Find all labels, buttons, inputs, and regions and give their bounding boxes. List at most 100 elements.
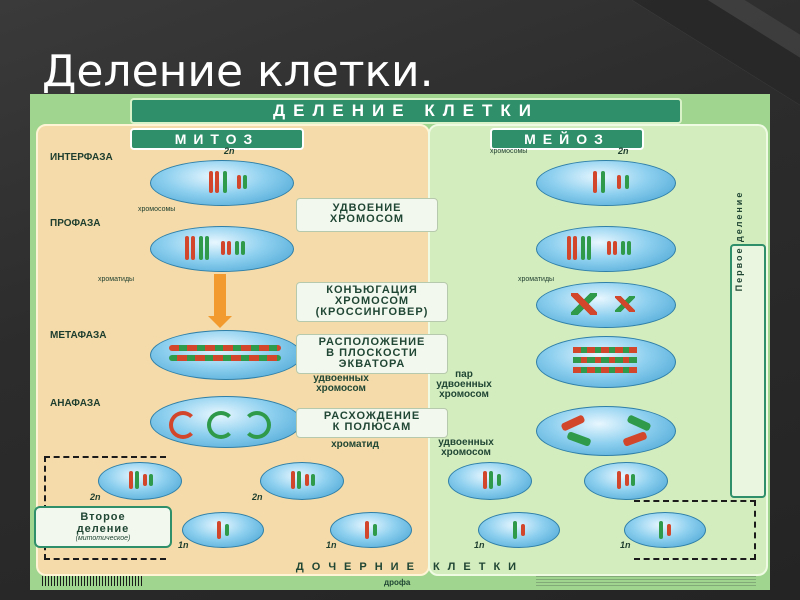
chromosome (617, 175, 621, 189)
chromosome (627, 241, 631, 255)
chromosome (667, 524, 671, 536)
anaphase-cell (150, 396, 302, 448)
ploidy-label: 2n (224, 146, 235, 156)
chromosome (601, 171, 605, 193)
haploid-cell (624, 512, 706, 548)
daughter-cell (98, 462, 182, 500)
step-equator: РАСПОЛОЖЕНИЕ В ПЛОСКОСТИ ЭКВАТОРА (296, 334, 448, 374)
daughter-cells-label: ДОЧЕРНИЕ КЛЕТКИ (295, 561, 525, 573)
ploidy-label: 2n (252, 492, 263, 502)
chromosome (593, 171, 597, 193)
note-anaphase-mitosis: хроматид (331, 439, 379, 450)
phase-interphase: ИНТЕРФАЗА (50, 152, 113, 163)
meiosis-anaphase-cell (536, 406, 676, 456)
chromosome (513, 521, 517, 539)
chromosome (243, 175, 247, 189)
chromosome (135, 471, 139, 489)
ploidy-label: 1n (620, 540, 631, 550)
chromosome (237, 175, 241, 189)
chromosome (365, 521, 369, 539)
crossing-over-icon (615, 296, 635, 312)
first-division-text: Первое деление (734, 190, 744, 292)
chromosome (235, 241, 239, 255)
note-metaphase-meiosis: пар удвоенных хромосом (436, 369, 492, 400)
chromosomes-label: хромосомы (490, 148, 528, 155)
chromosome (373, 524, 377, 536)
phase-anaphase: АНАФАЗА (50, 398, 101, 409)
meiosis-metaphase-cell (536, 336, 676, 388)
chromosome (199, 236, 203, 260)
ploidy-label: 1n (474, 540, 485, 550)
chromosome (217, 521, 221, 539)
chromosome (625, 175, 629, 189)
chromosome (297, 471, 301, 489)
chromosome (631, 474, 635, 486)
chromosome (581, 236, 585, 260)
separating-chromosomes (622, 431, 648, 447)
meiosis-prophase-cell (536, 226, 676, 272)
haploid-cell (330, 512, 412, 548)
arrow-down (214, 274, 226, 316)
daughter-cell (260, 462, 344, 500)
chromosome (497, 474, 501, 486)
chromosomes-label: хромосомы (138, 206, 176, 213)
chromosome (205, 236, 209, 260)
equator-chromosomes (169, 355, 281, 361)
ploidy-label: 2n (618, 146, 629, 156)
chromosome (659, 521, 663, 539)
chromosome (489, 471, 493, 489)
chromosome (587, 236, 591, 260)
chromosome (241, 241, 245, 255)
second-division-title: Второе деление (76, 511, 130, 535)
haploid-cell (182, 512, 264, 548)
separating-chromosomes (626, 414, 652, 432)
chromosome (191, 236, 195, 260)
chromosome (185, 236, 189, 260)
chromosome (143, 474, 147, 486)
chromosome (305, 474, 309, 486)
chromosome (221, 241, 225, 255)
arrow-head (208, 316, 232, 328)
first-division-cell (448, 462, 532, 500)
meiosis-interphase-cell (536, 160, 676, 206)
chromosome (625, 474, 629, 486)
chromatids-label: хроматиды (98, 276, 135, 283)
note-metaphase-mitosis: удвоенных хромосом (313, 373, 369, 394)
separating-chromatids (207, 411, 235, 439)
slide-title: Деление клетки. (42, 46, 434, 97)
paired-chromosomes (573, 347, 637, 353)
chromosome (613, 241, 617, 255)
chromosome (291, 471, 295, 489)
haploid-cell (478, 512, 560, 548)
chromosome (573, 236, 577, 260)
note-anaphase-meiosis: удвоенных хромосом (438, 437, 494, 458)
first-division-cell (584, 462, 668, 500)
separating-chromosomes (560, 414, 586, 432)
second-division-box: Второе деление (митотическое) (34, 506, 172, 548)
conjugation-cell (536, 282, 676, 328)
phase-prophase: ПРОФАЗА (50, 218, 101, 229)
chromatids-label: хроматиды (518, 276, 555, 283)
step-conjugation: КОНЪЮГАЦИЯ ХРОМОСОМ (КРОССИНГОВЕР) (296, 282, 448, 322)
barcode (42, 576, 142, 586)
metaphase-cell (150, 330, 302, 380)
mitosis-header: МИТОЗ (130, 128, 304, 150)
poster-banner: ДЕЛЕНИЕ КЛЕТКИ (130, 98, 682, 124)
chromosome (149, 474, 153, 486)
step-doubling: УДВОЕНИЕ ХРОМОСОМ (296, 198, 438, 232)
chromosome (483, 471, 487, 489)
chromosome (225, 524, 229, 536)
phase-metaphase: МЕТАФАЗА (50, 330, 107, 341)
paired-chromosomes (573, 357, 637, 363)
ploidy-label: 2n (90, 492, 101, 502)
chromosome (311, 474, 315, 486)
chromosome (607, 241, 611, 255)
ploidy-label: 1n (326, 540, 337, 550)
separating-chromosomes (566, 431, 592, 447)
chromosome (129, 471, 133, 489)
chromosome (617, 471, 621, 489)
poster: ДЕЛЕНИЕ КЛЕТКИ МИТОЗ ИНТЕРФАЗА ПРОФАЗА М… (30, 94, 770, 590)
chromosome (223, 171, 227, 193)
separating-chromatids (243, 411, 271, 439)
